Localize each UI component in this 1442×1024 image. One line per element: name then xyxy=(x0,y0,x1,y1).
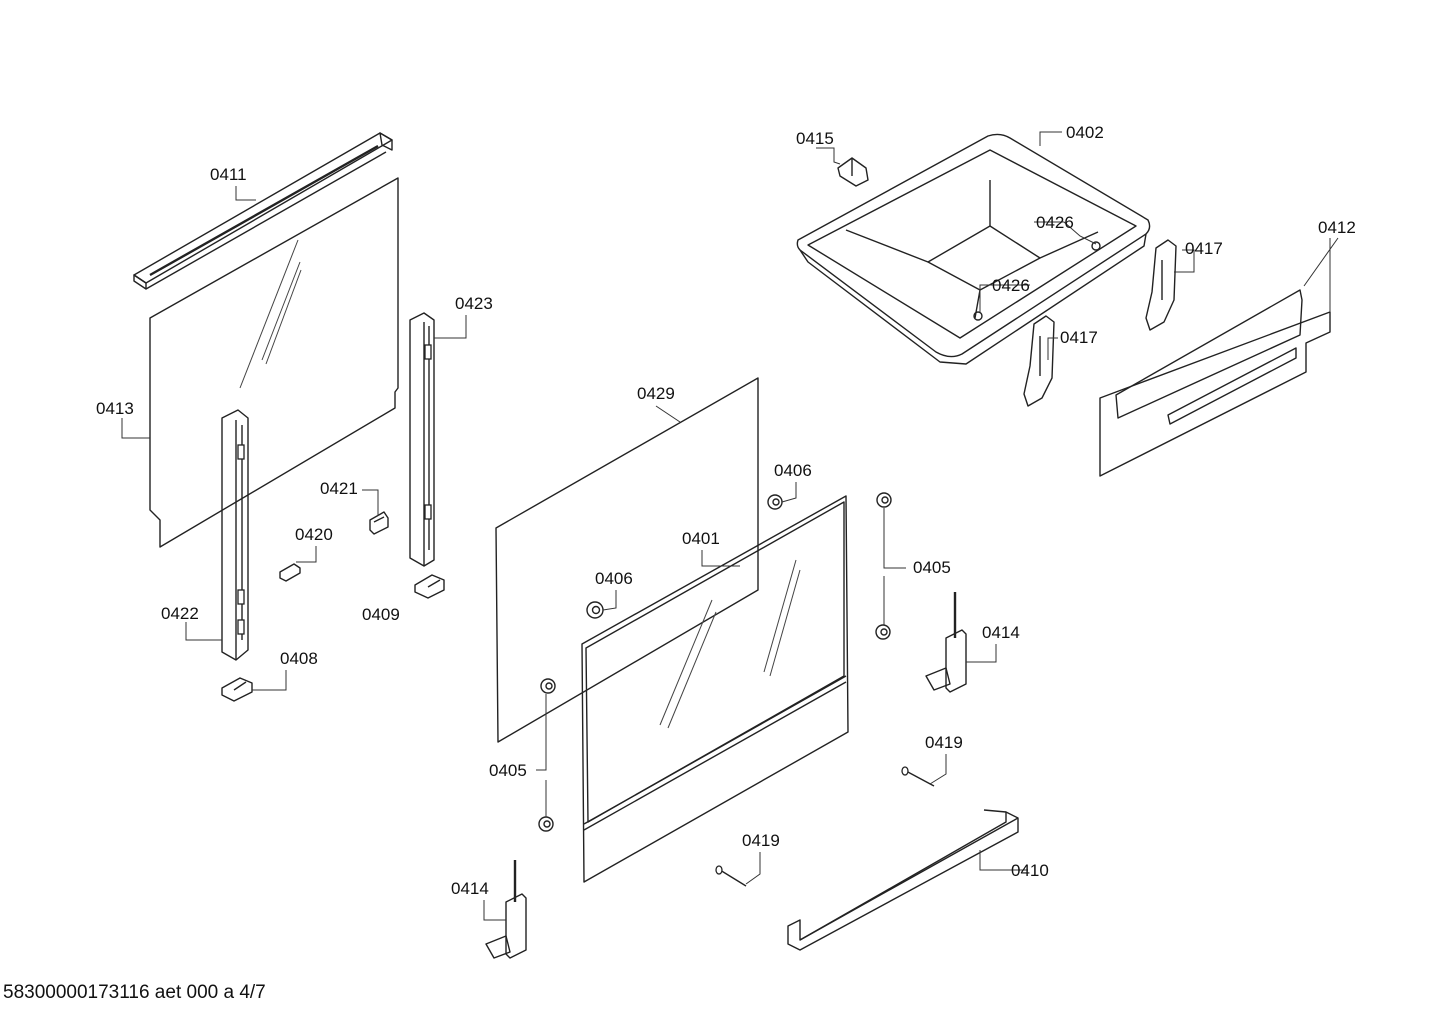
part-0401-outer-door xyxy=(581,495,849,883)
label-0414-right: 0414 xyxy=(982,623,1020,642)
label-0405-left: 0405 xyxy=(489,761,527,780)
part-0412-handle-panel xyxy=(1099,289,1331,477)
part-0405-bumper-d xyxy=(538,816,554,832)
label-0429: 0429 xyxy=(637,384,675,403)
part-0419-screw-b xyxy=(715,865,747,887)
label-0426-upper: 0426 xyxy=(1036,213,1074,232)
part-0413-inner-glass xyxy=(149,177,399,548)
label-0421: 0421 xyxy=(320,479,358,498)
label-0409: 0409 xyxy=(362,605,400,624)
part-0409-hinge-bracket xyxy=(414,574,445,599)
label-0417-upper: 0417 xyxy=(1185,239,1223,258)
part-0419-screw-a xyxy=(901,766,935,787)
part-0417-bracket-b xyxy=(1023,315,1055,407)
label-0412: 0412 xyxy=(1318,218,1356,237)
label-0411: 0411 xyxy=(210,165,247,184)
part-0414-hinge-b xyxy=(485,860,527,959)
label-0419-left: 0419 xyxy=(742,831,780,850)
label-0406-upper: 0406 xyxy=(774,461,812,480)
part-0405-bumper-b xyxy=(875,624,891,640)
part-0411-top-trim xyxy=(133,132,393,290)
label-0420: 0420 xyxy=(295,525,333,544)
part-0417-bracket-a xyxy=(1145,239,1177,331)
part-0406-bumper-b xyxy=(586,601,604,619)
part-0422-left-rail xyxy=(221,409,249,661)
part-0410-handle-bar xyxy=(787,809,1019,951)
part-0405-bumper-c xyxy=(540,678,556,694)
label-0406-lower: 0406 xyxy=(595,569,633,588)
label-0408: 0408 xyxy=(280,649,318,668)
label-0415: 0415 xyxy=(796,129,834,148)
part-0415-clip xyxy=(837,157,869,187)
label-0413: 0413 xyxy=(96,399,134,418)
part-0429-middle-glass xyxy=(495,377,759,743)
part-0420-clip xyxy=(279,563,301,582)
part-0408-hinge-bracket xyxy=(221,677,253,702)
part-0423-right-rail xyxy=(409,312,435,567)
label-0402: 0402 xyxy=(1066,123,1104,142)
part-0406-bumper-a xyxy=(767,494,783,510)
document-id-footer: 58300000173116 aet 000 a 4/7 xyxy=(3,982,266,1003)
label-0419-right: 0419 xyxy=(925,733,963,752)
label-0401: 0401 xyxy=(682,529,720,548)
part-0402-tray xyxy=(796,133,1151,365)
leader-lines xyxy=(121,131,1339,921)
label-0410: 0410 xyxy=(1011,861,1049,880)
part-0414-hinge-a xyxy=(925,592,967,693)
label-0422: 0422 xyxy=(161,604,199,623)
label-0426-lower: 0426 xyxy=(992,276,1030,295)
label-0417-lower: 0417 xyxy=(1060,328,1098,347)
label-0423: 0423 xyxy=(455,294,493,313)
label-0414-left: 0414 xyxy=(451,879,489,898)
part-0405-bumper-a xyxy=(876,492,892,508)
part-0421-clip xyxy=(369,511,389,535)
label-0405-right: 0405 xyxy=(913,558,951,577)
